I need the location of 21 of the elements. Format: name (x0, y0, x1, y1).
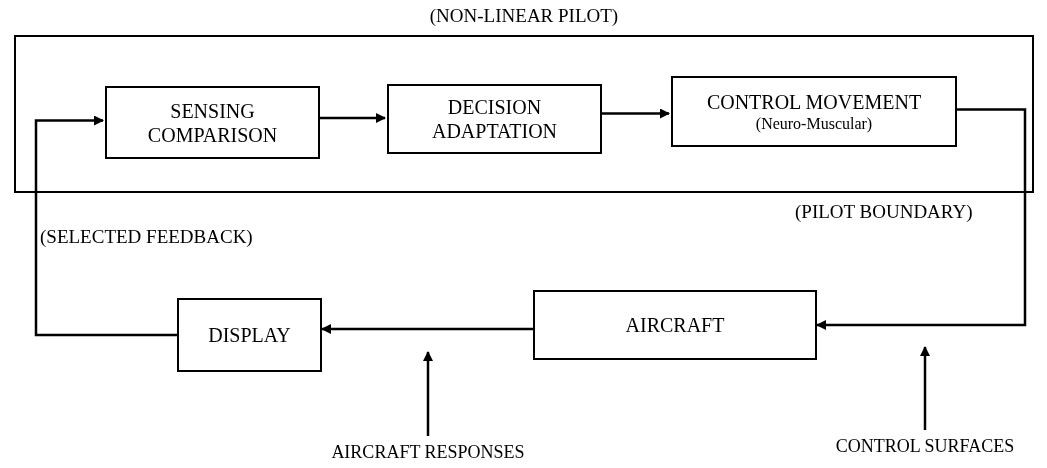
box-text: DECISION ADAPTATION (430, 95, 559, 143)
process-box (105, 86, 320, 159)
box-text: AIRCRAFT RESPONSES (331, 441, 525, 463)
process-box (387, 84, 602, 154)
box-text: CONTROL SURFACES (835, 435, 1015, 457)
box-subtext: (Neuro-Muscular) (755, 113, 873, 134)
arrow (321, 324, 533, 334)
box-text: CONTROL MOVEMENT (706, 89, 922, 114)
heading: (NON-LINEAR PILOT) (428, 5, 620, 27)
process-box (671, 76, 957, 147)
process-box (177, 298, 322, 372)
box-text: SENSING COMPARISON (146, 98, 279, 147)
arrow (816, 108, 1027, 330)
arrow (423, 351, 433, 436)
annotation-text: (PILOT BOUNDARY) (795, 201, 973, 223)
arrow (34, 115, 177, 337)
arrow (920, 346, 930, 430)
box-text: DISPLAY (208, 323, 291, 347)
annotation-text: (SELECTED FEEDBACK) (40, 226, 253, 248)
box-text: AIRCRAFT (625, 313, 725, 337)
process-box (533, 290, 817, 360)
